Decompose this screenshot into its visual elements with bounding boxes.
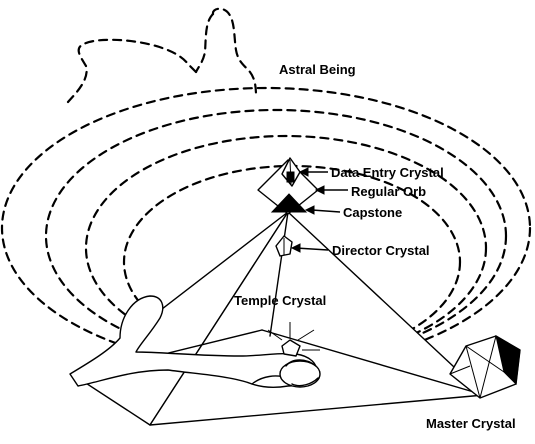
temple-crystal-shape <box>281 339 301 357</box>
astral-being-shoulders <box>66 38 198 104</box>
master-crystal <box>449 334 521 399</box>
pyramid-base-back-right <box>261 329 485 396</box>
person-body <box>69 295 317 389</box>
director-crystal-arrowhead <box>290 243 301 253</box>
master-crystal-facet <box>465 345 481 399</box>
person-head <box>279 360 321 388</box>
data-entry-crystal-arrowhead <box>298 167 309 177</box>
capstone-leader <box>311 209 341 213</box>
master-crystal-facet <box>465 345 505 373</box>
astral-being-silhouette <box>211 7 258 100</box>
aura-ring-3 <box>84 134 488 362</box>
reclining-person <box>69 295 321 389</box>
label-master-crystal: Master Crystal <box>426 416 516 431</box>
master-crystal-facet <box>449 365 471 375</box>
regular-orb-arrowhead <box>314 185 325 195</box>
person-hair <box>285 359 319 387</box>
temple-ray <box>297 329 315 341</box>
label-regular-orb: Regular Orb <box>351 184 426 199</box>
label-astral-being: Astral Being <box>279 62 356 77</box>
data-entry-crystal-core <box>286 171 295 183</box>
label-director-crystal: Director Crystal <box>332 243 430 258</box>
master-crystal-facet <box>479 335 497 399</box>
temple-crystal <box>267 322 320 357</box>
capstone-shape <box>270 193 308 213</box>
master-crystal-shade <box>495 334 521 386</box>
label-data-entry-crystal: Data Entry Crystal <box>331 165 444 180</box>
pyramid-back-edge <box>269 211 289 337</box>
label-capstone: Capstone <box>343 205 402 220</box>
capstone-arrowhead <box>304 205 315 215</box>
crystal-stack <box>257 157 319 257</box>
director-crystal-leader <box>295 247 329 251</box>
temple-ray <box>267 329 283 341</box>
regular-orb-shape <box>257 159 319 215</box>
label-temple-crystal: Temple Crystal <box>234 293 326 308</box>
astral-being-silhouette-left <box>194 12 215 74</box>
